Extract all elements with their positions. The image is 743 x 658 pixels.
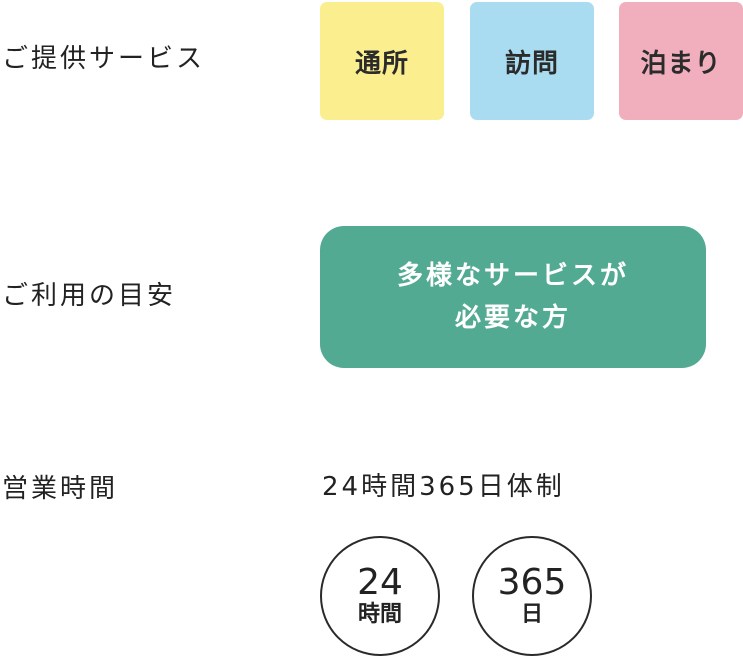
badge-24-hours: 24 時間 <box>320 536 440 656</box>
service-tile-stay: 泊まり <box>619 2 743 120</box>
hours-text: 24時間365日体制 <box>322 472 565 502</box>
target-box: 多様なサービスが 必要な方 <box>320 226 706 368</box>
service-tile-visit: 訪問 <box>470 2 594 120</box>
hours-label: 営業時間 <box>2 474 119 504</box>
service-tile-day: 通所 <box>320 2 444 120</box>
badge-number: 24 <box>357 562 403 603</box>
badge-unit: 日 <box>520 602 543 627</box>
badge-number: 365 <box>497 562 567 603</box>
badge-365-days: 365 日 <box>472 536 592 656</box>
target-line-1: 多様なサービスが <box>396 261 629 291</box>
target-line-2: 必要な方 <box>454 303 571 333</box>
badge-unit: 時間 <box>357 602 402 627</box>
target-label: ご利用の目安 <box>2 281 177 311</box>
services-label: ご提供サービス <box>2 44 206 74</box>
